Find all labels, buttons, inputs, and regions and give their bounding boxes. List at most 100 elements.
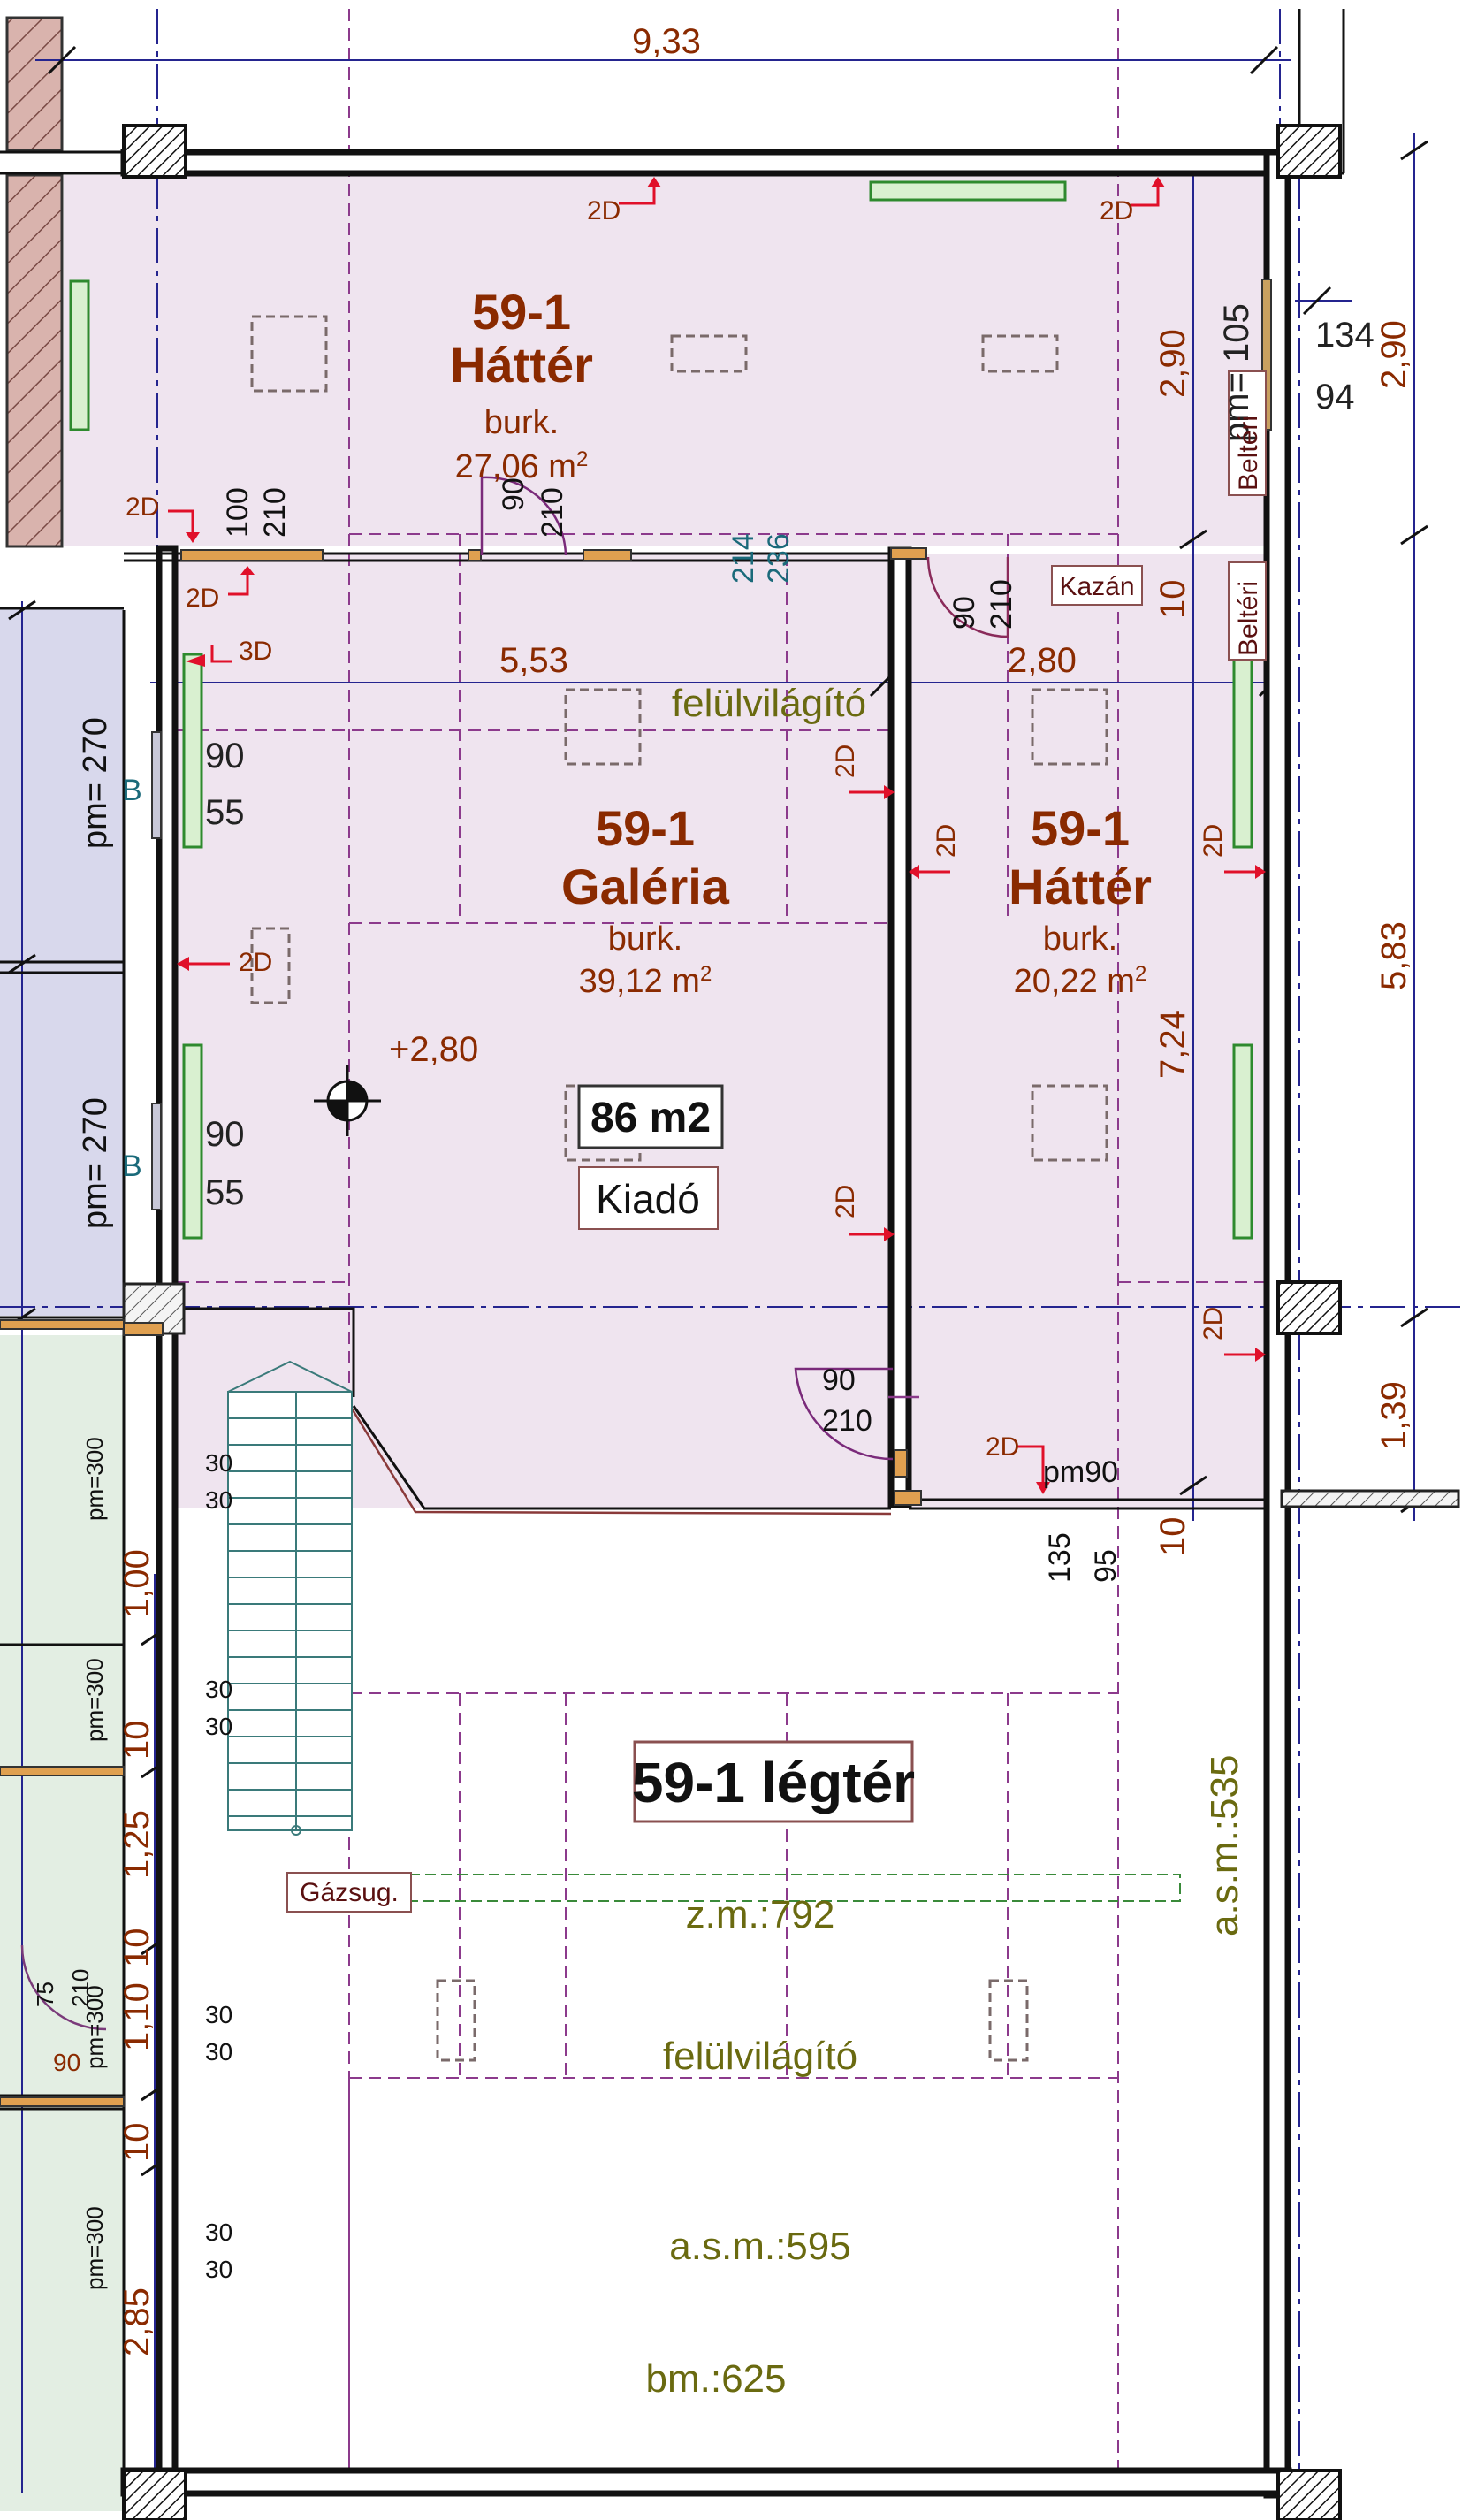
door-swings — [20, 476, 1009, 2031]
column — [122, 124, 187, 179]
window-width-94: 94 — [1315, 378, 1355, 416]
bm625-label: bm.:625 — [646, 2357, 787, 2401]
svg-text:2D: 2D — [587, 196, 621, 225]
room-code: 59-1 — [1031, 800, 1130, 856]
wall-bottom — [120, 2467, 1292, 2497]
svg-text:210: 210 — [67, 1969, 94, 2007]
room-label-hatter-top: 59-1 Háttér burk. 27,06 m2 — [450, 284, 593, 485]
staircase — [227, 1360, 353, 1836]
room-area: 20,22 m2 — [1014, 962, 1147, 1001]
svg-text:B: B — [122, 774, 142, 807]
wall-partition — [887, 546, 912, 1508]
dim-inner-290: 2,90 — [1154, 329, 1192, 398]
gazsug-label: Gázsug. — [300, 1878, 399, 1907]
kazan-label: Kazán — [1059, 572, 1134, 601]
door-frame — [894, 1449, 908, 1478]
room-finish: burk. — [1043, 920, 1117, 958]
svg-text:30: 30 — [205, 1676, 232, 1703]
door-frame — [894, 1490, 922, 1506]
brick-wall-top — [5, 16, 64, 152]
svg-text:2D: 2D — [186, 584, 219, 613]
window-frame — [151, 731, 162, 839]
svg-text:2D: 2D — [986, 1432, 1019, 1462]
belteri-box-b — [1228, 561, 1267, 661]
room-name: Háttér — [450, 337, 593, 393]
svg-text:2D: 2D — [1100, 196, 1133, 225]
svg-text:210: 210 — [536, 487, 569, 538]
window — [1232, 1043, 1253, 1240]
window — [869, 180, 1067, 202]
room-hatter-top — [64, 175, 1264, 546]
room-area: 39,12 m2 — [579, 962, 712, 1001]
svg-text:2D: 2D — [1199, 824, 1228, 858]
gazsug-box — [286, 1872, 412, 1913]
svg-text:90: 90 — [497, 477, 530, 511]
svg-text:30: 30 — [205, 2038, 232, 2066]
svg-text:236: 236 — [762, 533, 796, 584]
column — [1276, 124, 1342, 179]
svg-text:2D: 2D — [239, 948, 272, 977]
room-label-hatter-right: 59-1 Háttér burk. 20,22 m2 — [1009, 800, 1152, 1000]
svg-text:pm=300: pm=300 — [81, 1437, 108, 1521]
door-frame — [123, 1322, 164, 1336]
legter-label: 59-1 légtér — [632, 1751, 915, 1814]
dim-right-top: 2,90 — [1374, 320, 1413, 389]
svg-text:30: 30 — [205, 1486, 232, 1514]
svg-text:95: 95 — [1089, 1549, 1123, 1583]
svg-text:90: 90 — [948, 596, 981, 630]
belteri-label: Beltéri — [1234, 581, 1263, 656]
svg-text:210: 210 — [985, 579, 1018, 630]
door-frame — [468, 549, 482, 561]
svg-text:90: 90 — [205, 737, 245, 775]
svg-text:55: 55 — [205, 1173, 245, 1212]
opening-labels: 100 210 90 210 214 236 90 210 90 55 90 5… — [32, 477, 1123, 2290]
dim-right-width: 2,80 — [1008, 641, 1077, 680]
window — [1232, 653, 1253, 849]
skylight-label: felülvilágító — [663, 2035, 857, 2078]
door-frame — [180, 549, 324, 561]
total-area: 86 m2 — [590, 1095, 711, 1142]
door-frame — [583, 549, 632, 561]
dim-left-width: 5,53 — [499, 641, 568, 680]
zm-label: z.m.:792 — [686, 1893, 835, 1936]
svg-text:B: B — [122, 1149, 142, 1183]
svg-text:2D: 2D — [831, 745, 860, 778]
dim-inner-10b: 10 — [1154, 1517, 1192, 1557]
svg-text:30: 30 — [205, 2001, 232, 2028]
door-frame — [0, 2096, 125, 2107]
left-dim: 1,25 — [118, 1810, 156, 1879]
left-dim: 10 — [118, 1928, 156, 1968]
svg-text:90: 90 — [205, 1115, 245, 1154]
elevation-mark: +2,80 — [389, 1030, 478, 1069]
column — [122, 2469, 187, 2520]
svg-text:pm=300: pm=300 — [81, 1658, 108, 1742]
asm595-label: a.s.m.:595 — [669, 2225, 850, 2268]
door-frame — [0, 1766, 125, 1776]
window-width-134: 134 — [1315, 316, 1374, 355]
svg-text:100: 100 — [221, 487, 255, 538]
belteri-label: Beltéri — [1234, 416, 1263, 491]
section-mark-labels: 2D 2D 2D 2D 3D 2D 2D 2D 2D 2D 2D 2D — [126, 196, 1228, 1462]
svg-text:2D: 2D — [126, 493, 159, 522]
left-dim: 10 — [118, 2123, 156, 2163]
belteri-box-a — [1228, 370, 1267, 496]
room-name: Háttér — [1009, 859, 1152, 914]
wall-top — [120, 149, 1292, 177]
status-box — [578, 1166, 719, 1230]
room-finish: burk. — [484, 404, 559, 441]
dim-inner-10a: 10 — [1154, 580, 1192, 620]
survey-point-icon — [314, 1065, 381, 1136]
svg-text:90: 90 — [822, 1363, 856, 1397]
svg-text:214: 214 — [727, 533, 760, 584]
column — [1276, 2469, 1342, 2520]
svg-text:3D: 3D — [239, 637, 272, 666]
door-frames — [0, 547, 927, 2107]
wall-left-main — [156, 545, 179, 2506]
asm535-label: a.s.m.:535 — [1203, 1755, 1246, 1936]
skylight-label: felülvilágító — [672, 682, 866, 725]
room-label-galeria: 59-1 Galéria burk. 39,12 m2 — [561, 800, 730, 1000]
brick-wall — [5, 173, 64, 548]
window-frame — [151, 1103, 162, 1210]
door-frame — [890, 547, 927, 560]
